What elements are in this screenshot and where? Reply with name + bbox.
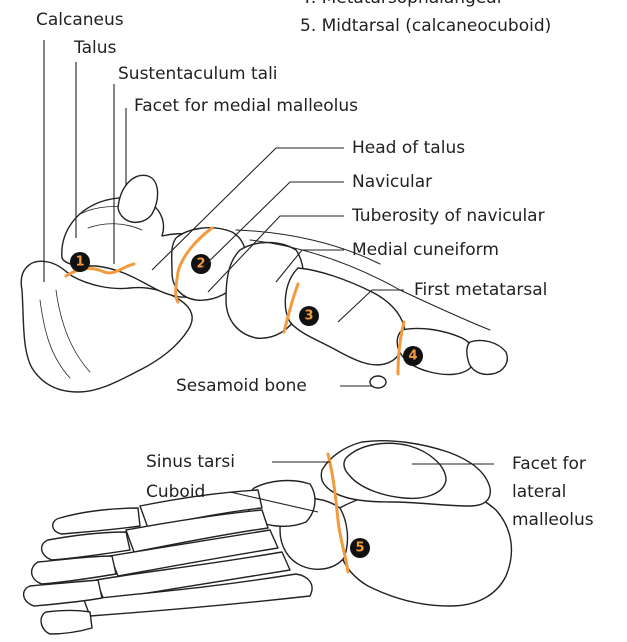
- label-facet-lateral-line3: malleolus: [512, 510, 594, 530]
- facet-medial-malleolus-bone: [118, 175, 158, 222]
- joint-marker-1: 1: [70, 252, 90, 272]
- lateral-joint-markers: 5: [350, 538, 370, 558]
- joint-marker-1-label: 1: [75, 255, 84, 270]
- label-calcaneus: Calcaneus: [36, 10, 124, 30]
- label-tuberosity-of-navicular: Tuberosity of navicular: [352, 206, 545, 226]
- label-medial-cuneiform: Medial cuneiform: [352, 240, 499, 260]
- joint-marker-5-label: 5: [355, 541, 364, 556]
- label-facet-medial-malleolus: Facet for medial malleolus: [134, 96, 358, 116]
- joint-marker-3: 3: [299, 306, 319, 326]
- label-head-of-talus: Head of talus: [352, 138, 465, 158]
- label-sustentaculum-tali: Sustentaculum tali: [118, 64, 278, 84]
- label-facet-lateral-line2: lateral: [512, 482, 566, 502]
- joint-marker-3-label: 3: [304, 309, 313, 324]
- distal-phalanx-bone: [467, 340, 508, 374]
- label-cuboid: Cuboid: [146, 482, 205, 502]
- sesamoid-bone: [370, 376, 386, 388]
- label-navicular: Navicular: [352, 172, 432, 192]
- joint-marker-2: 2: [191, 254, 211, 274]
- joint-marker-5: 5: [350, 538, 370, 558]
- label-facet-lateral-line1: Facet for: [512, 454, 586, 474]
- joint-marker-4-label: 4: [408, 349, 417, 364]
- label-sesamoid-bone: Sesamoid bone: [176, 376, 307, 396]
- label-talus: Talus: [74, 38, 116, 58]
- joint-marker-4: 4: [403, 346, 423, 366]
- label-first-metatarsal: First metatarsal: [414, 280, 547, 300]
- label-sinus-tarsi: Sinus tarsi: [146, 452, 235, 472]
- lateral-phalanges-5: [41, 611, 92, 635]
- legend-item-4: 4. Metatarsophalangeal: [300, 0, 501, 8]
- lateral-view-foot: [24, 441, 512, 634]
- legend-item-5: 5. Midtarsal (calcaneocuboid): [300, 16, 551, 36]
